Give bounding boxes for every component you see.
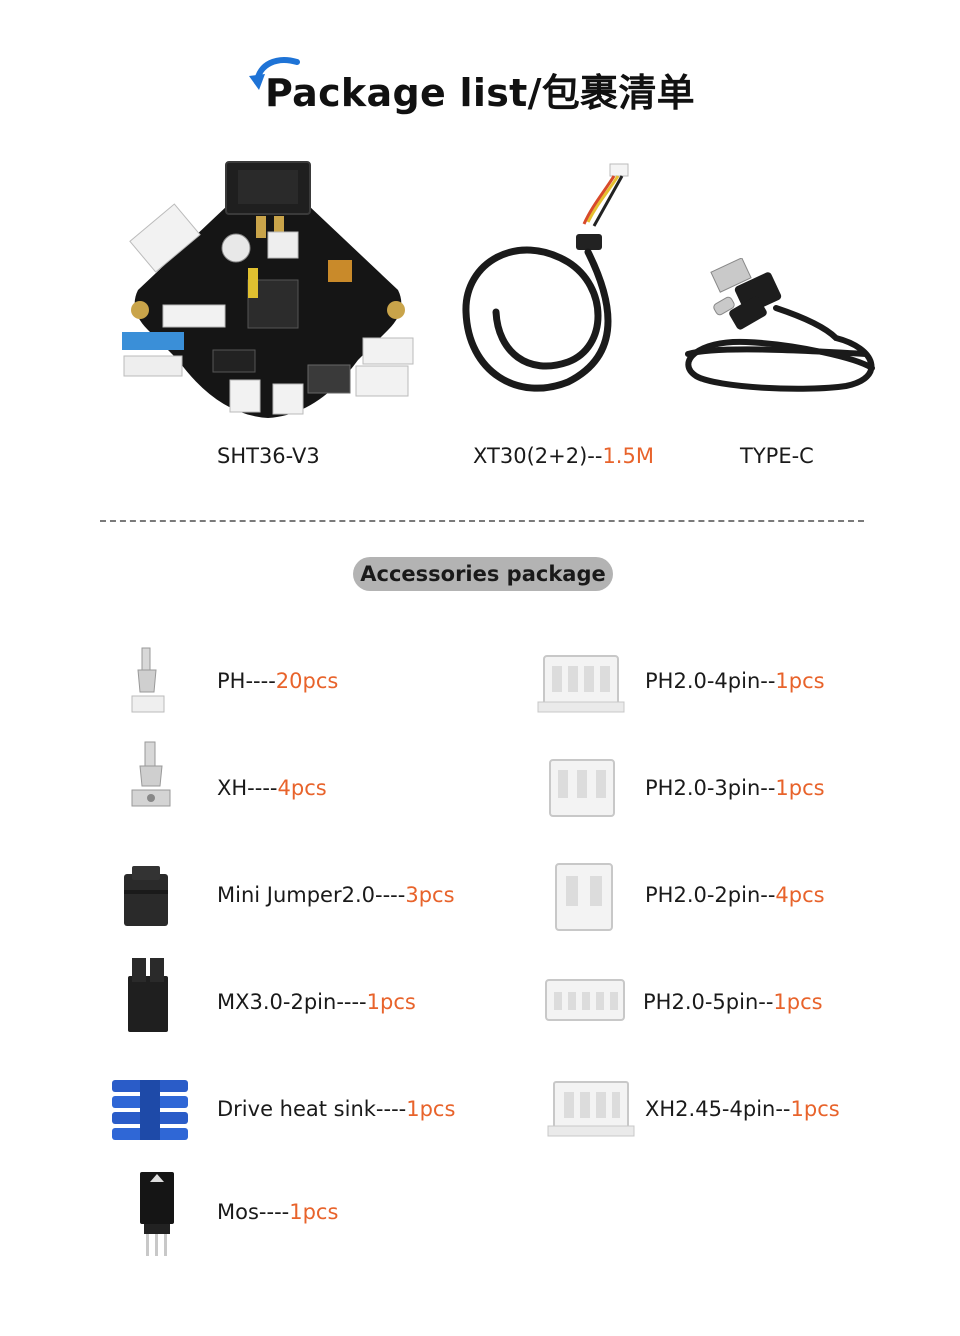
mx-connector-icon (128, 958, 168, 1032)
accessory-label-mos: Mos----1pcs (217, 1200, 339, 1224)
xh-terminal-icon (131, 741, 171, 807)
accessory-label-xh2-45-4pin: XH2.45-4pin--1pcs (645, 1097, 840, 1121)
sht36-board-image (122, 161, 414, 418)
xt30-cable-image (462, 163, 629, 392)
accessory-label-xh: XH----4pcs (217, 776, 327, 800)
accessory-label-ph2-2pin: PH2.0-2pin--4pcs (645, 883, 825, 907)
product-label-xt30: XT30(2+2)--1.5M (473, 444, 654, 468)
accessory-label-ph: PH----20pcs (217, 669, 339, 693)
accessory-label-mx: MX3.0-2pin----1pcs (217, 990, 416, 1014)
mos-module-icon (140, 1172, 174, 1256)
section-divider (100, 520, 864, 522)
accessory-label-ph2-4pin: PH2.0-4pin--1pcs (645, 669, 825, 693)
mini-jumper-icon (124, 866, 168, 926)
accessory-label-ph2-3pin: PH2.0-3pin--1pcs (645, 776, 825, 800)
page-header: Package list/包裹清单 (0, 57, 960, 117)
accessory-label-ph2-5pin: PH2.0-5pin--1pcs (643, 990, 823, 1014)
accessory-label-mini-jumper: Mini Jumper2.0----3pcs (217, 883, 455, 907)
product-label-type-c: TYPE-C (740, 444, 814, 468)
product-label-sht36: SHT36-V3 (217, 444, 320, 468)
curved-arrow-icon (249, 57, 301, 90)
page-title: Package list/包裹清单 (249, 57, 695, 117)
type-c-cable-image (685, 258, 875, 392)
ph-4pin-housing-icon (537, 655, 625, 713)
ph-5pin-housing-icon (545, 979, 625, 1021)
heat-sink-icon (112, 1080, 188, 1140)
ph-3pin-housing-icon (549, 759, 615, 817)
accessories-title-badge: Accessories package (353, 557, 613, 591)
xh-4pin-housing-icon (547, 1081, 635, 1137)
ph-terminal-icon (131, 647, 165, 713)
ph-2pin-housing-icon (555, 863, 613, 931)
accessory-label-heat-sink: Drive heat sink----1pcs (217, 1097, 456, 1121)
